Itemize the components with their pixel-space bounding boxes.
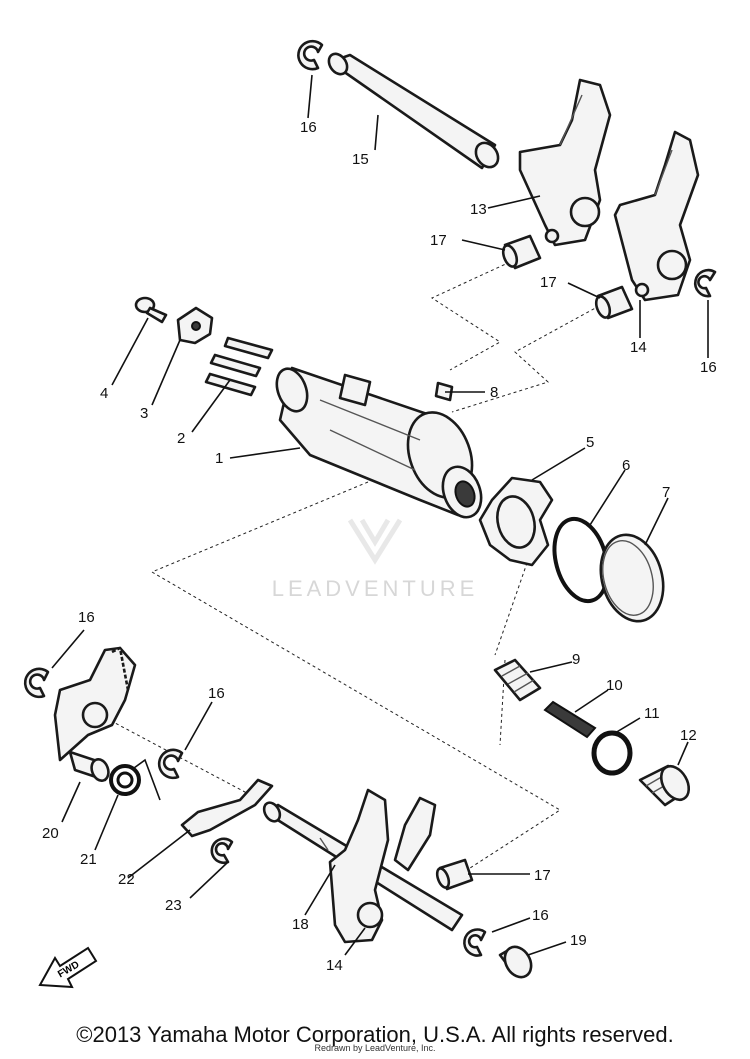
- callout-17: 17: [540, 274, 557, 291]
- callout-4: 4: [100, 385, 108, 402]
- watermark-text: LEADVENTURE: [272, 576, 479, 601]
- pin-17-a: [501, 234, 542, 270]
- circlip-16-middle: [157, 748, 184, 780]
- callout-14: 14: [630, 339, 647, 356]
- callout-16: 16: [300, 119, 317, 136]
- shift-cam-1: [275, 366, 483, 519]
- callout-1: 1: [215, 450, 223, 467]
- plunger-9: [493, 658, 542, 702]
- stopper-lever-22: [180, 778, 274, 838]
- shift-fork-13: [518, 78, 612, 247]
- callout-numbers: 16 15 13 17 17 14 16 4 3 2 8 1 5 6 7 16 …: [42, 119, 717, 974]
- shift-fork-14-lower: [328, 788, 437, 944]
- pins-2: [204, 336, 274, 397]
- bolt-12: [638, 764, 691, 807]
- callout-16: 16: [208, 685, 225, 702]
- callout-23: 23: [165, 897, 182, 914]
- callout-16: 16: [78, 609, 95, 626]
- callout-17: 17: [534, 867, 551, 884]
- cap-7: [599, 533, 665, 623]
- dowel-pin-8: [434, 381, 454, 402]
- callout-7: 7: [662, 484, 670, 501]
- callout-15: 15: [352, 151, 369, 168]
- callout-14: 14: [326, 957, 343, 974]
- circlip-16-right: [694, 268, 717, 298]
- cap-19: [498, 945, 533, 979]
- circlip-16-top: [297, 39, 324, 71]
- spring-10: [543, 700, 597, 739]
- washer-11: [591, 730, 633, 776]
- shift-lever-20: [53, 646, 137, 782]
- plate-hole: [191, 321, 201, 331]
- callout-10: 10: [606, 677, 623, 694]
- shift-fork-shaft-15: [327, 52, 500, 170]
- torsion-spring-21: [109, 758, 161, 801]
- leader-lines: [51, 74, 709, 956]
- callout-20: 20: [42, 825, 59, 842]
- pin-17-c: [435, 858, 474, 891]
- callout-5: 5: [586, 434, 594, 451]
- shift-fork-14-upper: [613, 130, 700, 302]
- screw-4: [134, 296, 168, 324]
- callout-22: 22: [118, 871, 135, 888]
- callout-6: 6: [622, 457, 630, 474]
- circlip-16-left: [23, 667, 50, 699]
- pin-17-b: [594, 285, 634, 320]
- circlip-23: [210, 837, 234, 864]
- callout-9: 9: [572, 651, 580, 668]
- callout-21: 21: [80, 851, 97, 868]
- callout-16: 16: [532, 907, 549, 924]
- fwd-arrow-icon: FWD: [38, 946, 98, 989]
- callout-13: 13: [470, 201, 487, 218]
- callout-3: 3: [140, 405, 148, 422]
- watermark-logo: [347, 518, 403, 565]
- callout-2: 2: [177, 430, 185, 447]
- callout-8: 8: [490, 384, 498, 401]
- copyright-text: ©2013 Yamaha Motor Corporation, U.S.A. A…: [76, 1022, 674, 1047]
- callout-12: 12: [680, 727, 697, 744]
- circlip-16-bottom: [463, 928, 487, 957]
- callout-18: 18: [292, 916, 309, 933]
- callout-19: 19: [570, 932, 587, 949]
- callout-11: 11: [644, 705, 660, 722]
- redrawn-credit: Redrawn by LeadVenture, Inc.: [314, 1043, 436, 1053]
- callout-17: 17: [430, 232, 447, 249]
- callout-16: 16: [700, 359, 717, 376]
